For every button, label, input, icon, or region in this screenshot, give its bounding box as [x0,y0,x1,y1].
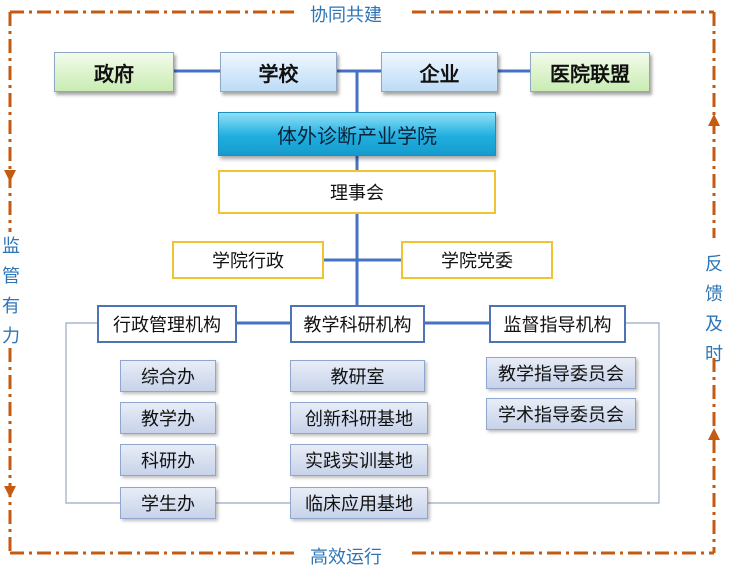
down-arrow-icon [4,486,16,498]
unit-teaching-research-room: 教研室 [290,360,425,392]
office-teaching: 教学办 [120,402,216,434]
unit-academic-guidance-committee: 学术指导委员会 [486,398,636,430]
office-general: 综合办 [120,360,216,392]
down-arrow-icon [4,170,16,182]
right-frame-label: 反馈及时 [705,254,723,365]
unit-practice-training-base: 实践实训基地 [290,444,428,476]
office-students: 学生办 [120,487,216,519]
stakeholder-enterprise: 企业 [381,52,498,92]
up-arrow-icon [708,114,720,126]
unit-clinical-application-base: 临床应用基地 [290,487,428,519]
unit-teaching-guidance-committee: 教学指导委员会 [486,357,636,389]
stakeholder-hospital-alliance: 医院联盟 [530,52,650,92]
left-frame-label: 监管有力 [2,236,20,347]
top-frame-label: 协同共建 [310,5,382,26]
unit-innovation-base: 创新科研基地 [290,402,428,434]
college-administration-box: 学院行政 [172,241,324,279]
teaching-research-mechanism: 教学科研机构 [290,305,425,343]
supervision-guidance-mechanism: 监督指导机构 [489,305,626,343]
stakeholder-government: 政府 [54,52,174,92]
office-research: 科研办 [120,444,216,476]
admin-management-mechanism: 行政管理机构 [97,305,237,343]
stakeholder-school: 学校 [220,52,337,92]
college-party-committee-box: 学院党委 [401,241,553,279]
institute-box: 体外诊断产业学院 [218,112,496,156]
up-arrow-icon [708,428,720,440]
council-box: 理事会 [218,170,496,214]
bottom-frame-label: 高效运行 [310,547,382,568]
